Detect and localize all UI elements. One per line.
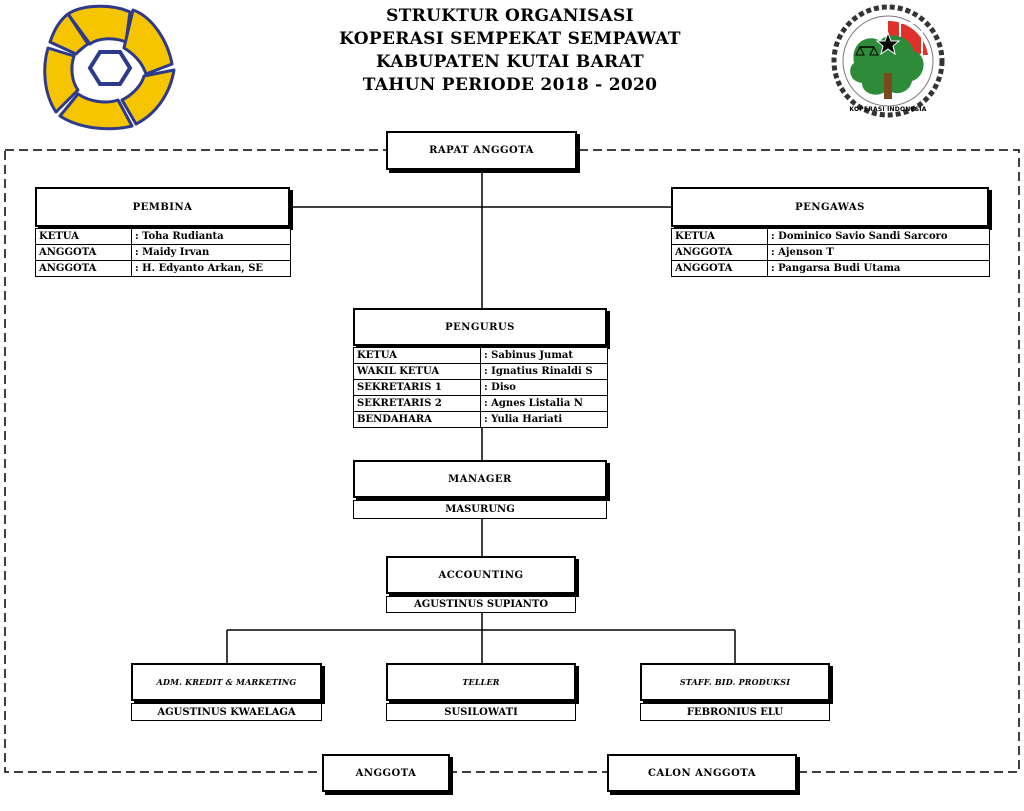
role-cell: ANGGOTA — [35, 260, 132, 277]
manager-name: MASURUNG — [353, 500, 607, 519]
title-line-2: KOPERASI SEMPEKAT SEMPAWAT — [339, 29, 681, 49]
table-row: ANGGOTA: H. Edyanto Arkan, SE — [35, 260, 291, 277]
name-cell: : Dominico Savio Sandi Sarcoro — [767, 228, 990, 245]
unit-teller-box: TELLER — [386, 663, 576, 701]
role-cell: ANGGOTA — [671, 260, 768, 277]
accounting-name: AGUSTINUS SUPIANTO — [386, 596, 576, 613]
pengawas-table: KETUA: Dominico Savio Sandi Sarcoro ANGG… — [671, 228, 990, 277]
table-row: SEKRETARIS 1: Diso — [353, 379, 608, 396]
title-line-3: KABUPATEN KUTAI BARAT — [375, 52, 644, 72]
name-cell: : Sabinus Jumat — [480, 347, 608, 364]
role-cell: WAKIL KETUA — [353, 363, 481, 380]
star-shape — [875, 31, 901, 56]
name-cell: : Toha Rudianta — [131, 228, 291, 245]
table-row: ANGGOTA: Ajenson T — [671, 244, 990, 261]
role-cell: KETUA — [35, 228, 132, 245]
name-cell: : Agnes Listalia N — [480, 395, 608, 412]
name-cell: : Ignatius Rinaldi S — [480, 363, 608, 380]
table-row: ANGGOTA: Maidy Irvan — [35, 244, 291, 261]
unit-adm-kredit-box: ADM. KREDIT & MARKETING — [131, 663, 322, 701]
table-row: KETUA: Dominico Savio Sandi Sarcoro — [671, 228, 990, 245]
name-cell: : Yulia Hariati — [480, 411, 608, 428]
unit-produksi-box: STAFF. BID. PRODUKSI — [640, 663, 830, 701]
unit-adm-kredit-name: AGUSTINUS KWAELAGA — [131, 703, 322, 721]
emblem-caption: KOPERASI INDONESIA — [849, 106, 927, 113]
name-cell: : Pangarsa Budi Utama — [767, 260, 990, 277]
name-cell: : Ajenson T — [767, 244, 990, 261]
unit-produksi-name: FEBRONIUS ELU — [640, 703, 830, 721]
table-row: ANGGOTA: Pangarsa Budi Utama — [671, 260, 990, 277]
pembina-table: KETUA: Toha Rudianta ANGGOTA: Maidy Irva… — [35, 228, 291, 277]
role-cell: SEKRETARIS 2 — [353, 395, 481, 412]
role-cell: SEKRETARIS 1 — [353, 379, 481, 396]
pengurus-box: PENGURUS — [353, 308, 607, 346]
table-row: KETUA: Sabinus Jumat — [353, 347, 608, 364]
pengurus-table: KETUA: Sabinus Jumat WAKIL KETUA: Ignati… — [353, 347, 608, 428]
calon-anggota-box: CALON ANGGOTA — [607, 754, 797, 792]
manager-box: MANAGER — [353, 460, 607, 498]
title-line-1: STRUKTUR ORGANISASI — [386, 6, 634, 26]
koperasi-indonesia-emblem-icon — [831, 4, 945, 118]
name-cell: : Diso — [480, 379, 608, 396]
anggota-box: ANGGOTA — [322, 754, 450, 792]
role-cell: ANGGOTA — [35, 244, 132, 261]
name-cell: : H. Edyanto Arkan, SE — [131, 260, 291, 277]
table-row: SEKRETARIS 2: Agnes Listalia N — [353, 395, 608, 412]
unit-teller-name: SUSILOWATI — [386, 703, 576, 721]
table-row: BENDAHARA: Yulia Hariati — [353, 411, 608, 428]
name-cell: : Maidy Irvan — [131, 244, 291, 261]
role-cell: BENDAHARA — [353, 411, 481, 428]
rapat-anggota-box: RAPAT ANGGOTA — [386, 131, 577, 170]
page-title: STRUKTUR ORGANISASI KOPERASI SEMPEKAT SE… — [250, 5, 770, 97]
pembina-box: PEMBINA — [35, 187, 290, 227]
triangle-hands-logo-icon — [43, 4, 176, 131]
accounting-box: ACCOUNTING — [386, 556, 576, 594]
title-line-4: TAHUN PERIODE 2018 - 2020 — [362, 75, 658, 95]
table-row: KETUA: Toha Rudianta — [35, 228, 291, 245]
role-cell: KETUA — [353, 347, 481, 364]
role-cell: KETUA — [671, 228, 768, 245]
role-cell: ANGGOTA — [671, 244, 768, 261]
hexagon-shape — [87, 50, 133, 86]
table-row: WAKIL KETUA: Ignatius Rinaldi S — [353, 363, 608, 380]
pengawas-box: PENGAWAS — [671, 187, 989, 227]
